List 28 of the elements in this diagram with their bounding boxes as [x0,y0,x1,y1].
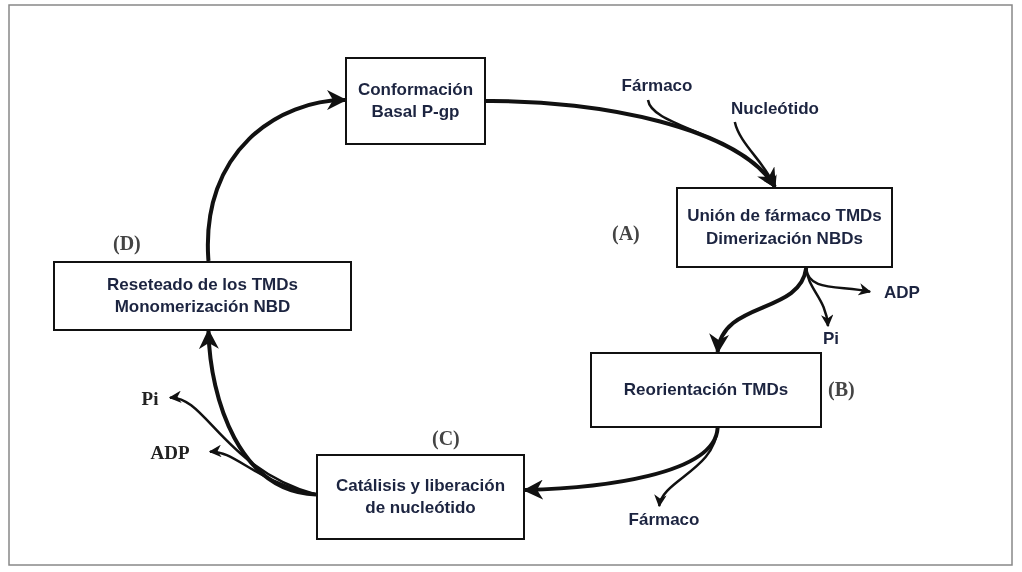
step-text: Catálisis y liberación de nucleótido [334,474,507,519]
molecule-label: Nucleótido [731,97,819,120]
step-letter: (C) [432,427,460,450]
step-letter: (B) [828,378,855,401]
step-text: Reorientación TMDs [623,378,789,401]
molecule-label: ADP [884,281,920,304]
process-box [590,352,822,428]
step-letter: (D) [113,232,141,255]
curved-arrow [168,392,317,496]
process-box [676,187,893,268]
process-box [53,261,352,331]
molecule-label: Fármaco [628,508,700,531]
molecule-label: Fármaco [621,74,693,97]
curved-arrow [646,99,776,188]
curved-arrow [199,329,317,497]
molecule-label: ADP [150,440,190,465]
step-text: Conformación Basal P-gp [356,78,475,123]
step-text: Reseteado de los TMDs Monomerización NBD [106,273,299,318]
process-box [316,454,525,540]
step-letter: (A) [612,222,640,245]
step-text: Unión de fármaco TMDs Dimerización NBDs [686,205,883,250]
curved-arrow [208,445,317,496]
curved-arrow [711,267,809,354]
molecule-label: Pi [822,327,840,350]
molecule-label: Pi [141,386,159,411]
curved-arrow [206,91,347,262]
process-box [345,57,486,145]
curved-arrow [485,99,777,189]
